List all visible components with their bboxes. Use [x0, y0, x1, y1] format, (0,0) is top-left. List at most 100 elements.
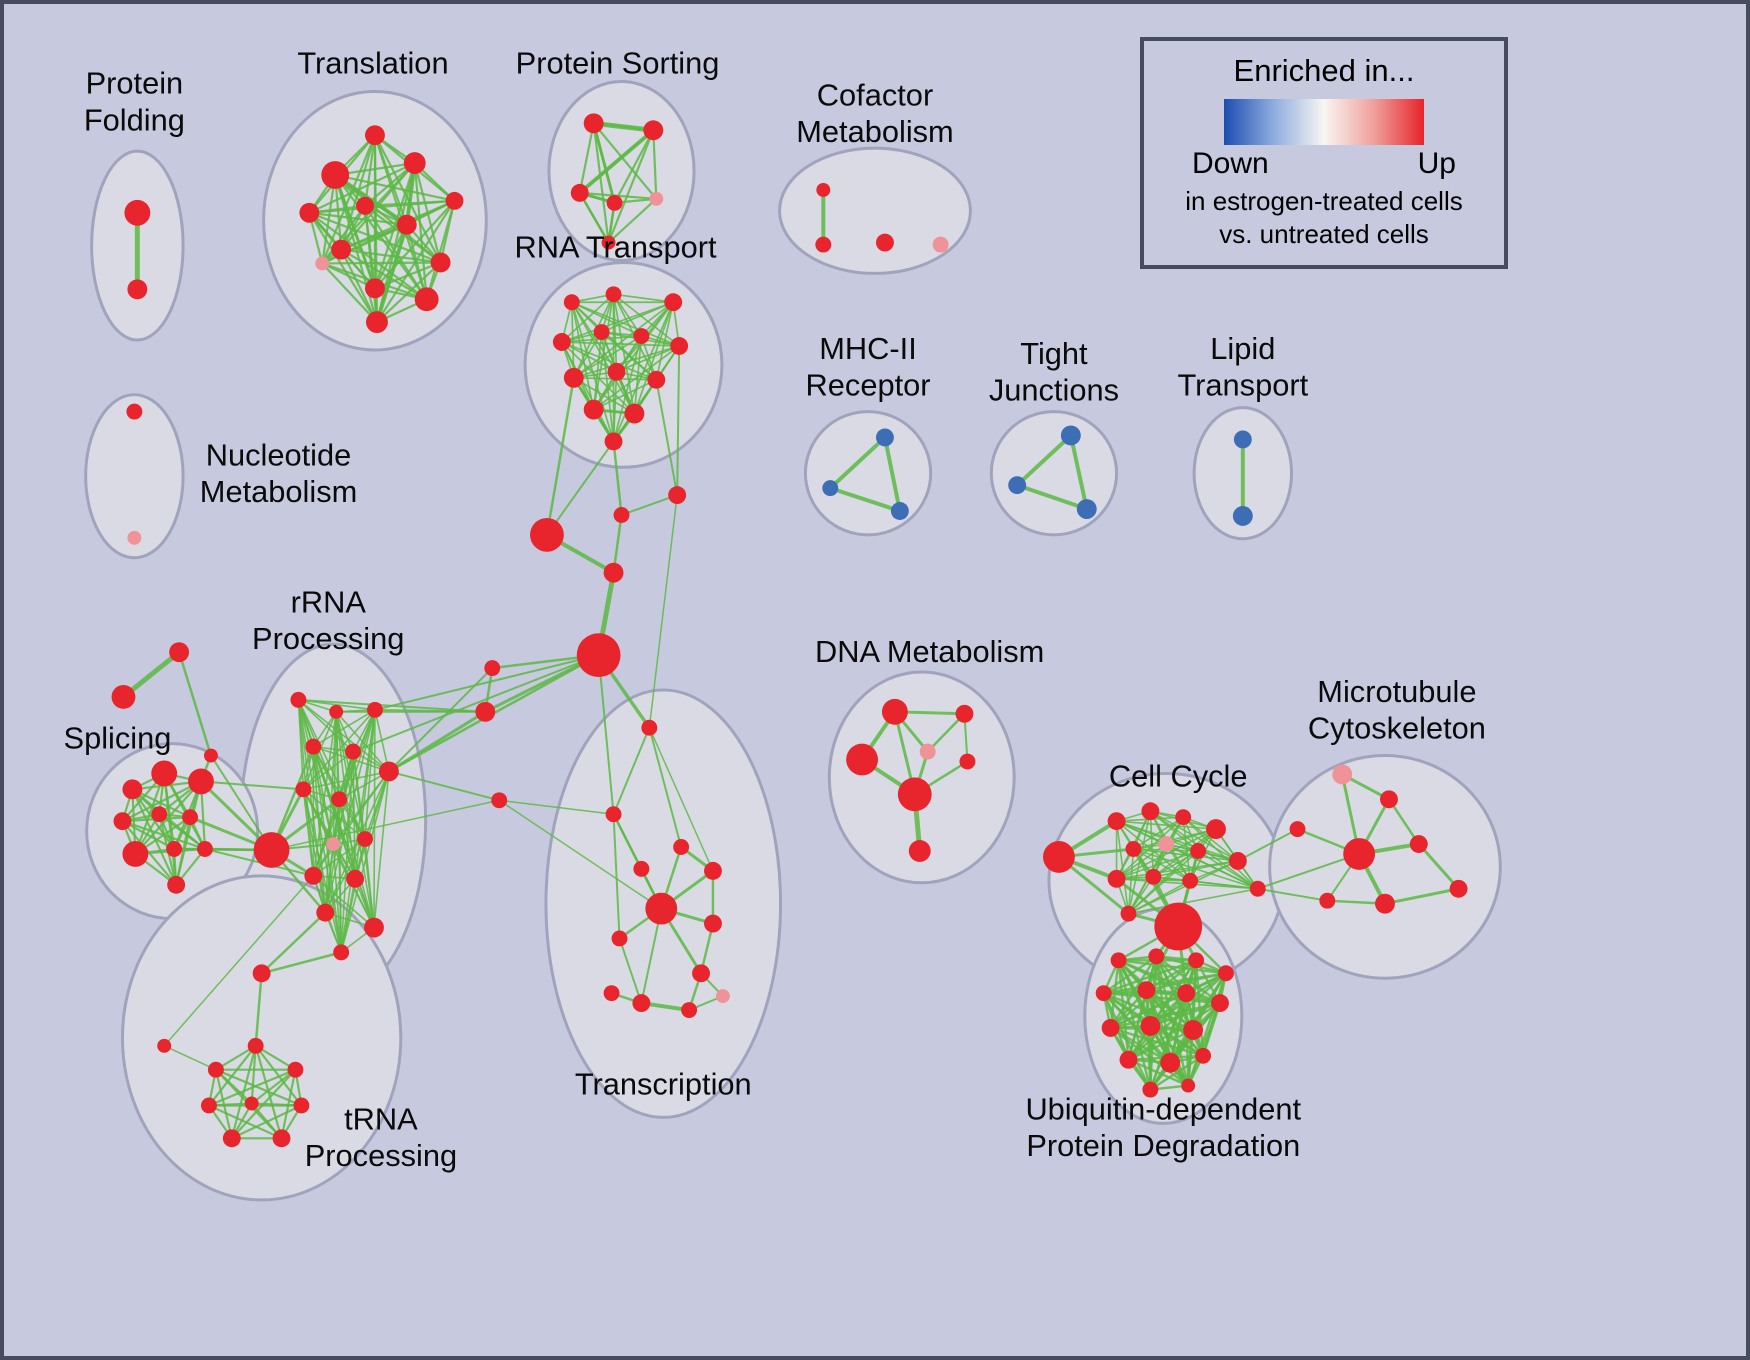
network-edge [1068, 435, 1089, 510]
network-node [715, 989, 730, 1004]
network-edge [1197, 850, 1259, 890]
network-node [645, 892, 678, 925]
network-node [378, 761, 399, 782]
network-edge [340, 878, 356, 953]
network-edge [1149, 1024, 1204, 1057]
network-node [919, 743, 936, 760]
network-node [664, 293, 683, 312]
network-node [491, 792, 508, 809]
network-node [1043, 841, 1075, 873]
network-node [346, 869, 365, 888]
network-edge [829, 486, 901, 513]
network-edge [546, 440, 615, 536]
network-edge [261, 951, 342, 975]
network-edge [302, 750, 354, 790]
network-node [875, 233, 894, 252]
network-node [200, 1097, 217, 1114]
network-edge [208, 1068, 296, 1107]
network-edge [578, 192, 610, 244]
network-node [1380, 790, 1398, 809]
network-edge [573, 377, 635, 415]
network-edge [655, 379, 679, 496]
network-edge [1182, 816, 1259, 890]
network-edge [593, 345, 680, 411]
network-edge [321, 262, 378, 323]
network-edge [597, 655, 615, 815]
splicing-label: Splicing [64, 721, 172, 756]
network-edge [561, 341, 680, 347]
network-edge [676, 345, 681, 496]
network-node [290, 691, 307, 708]
network-node [1142, 1081, 1159, 1098]
network-node [321, 161, 350, 189]
network-edge [1153, 860, 1239, 878]
network-node [316, 903, 335, 922]
network-node [668, 486, 687, 505]
network-node [403, 152, 426, 174]
network-node [1158, 836, 1175, 852]
network-node [1125, 841, 1142, 857]
network-node [1160, 1052, 1181, 1073]
network-node [611, 930, 628, 947]
network-node [955, 704, 974, 723]
network-edge [312, 746, 375, 928]
network-node [1137, 981, 1156, 1000]
network-edge [297, 699, 390, 773]
network-node [1319, 892, 1336, 909]
network-edge [612, 814, 621, 939]
network-edge [270, 746, 315, 851]
network-edge [633, 335, 643, 414]
network-node [607, 362, 626, 381]
network-edge [616, 345, 680, 373]
network-edge [352, 654, 599, 753]
network-node [182, 809, 199, 826]
network-node [253, 832, 290, 868]
network-node [1289, 821, 1306, 838]
network-node [570, 183, 589, 202]
network-node [603, 562, 624, 583]
network-edge [302, 789, 327, 913]
network-node [414, 287, 439, 312]
network-node [704, 861, 722, 880]
cofactor-metabolism-ellipse [778, 146, 972, 275]
network-node [604, 432, 623, 451]
network-node [367, 701, 383, 718]
network-node [593, 324, 610, 341]
network-node [606, 194, 623, 211]
network-edge [1127, 1002, 1221, 1061]
network-node [111, 684, 136, 709]
network-node [333, 944, 350, 961]
network-node [1343, 838, 1376, 870]
network-node [1110, 952, 1127, 969]
network-node [1008, 476, 1027, 495]
network-node [207, 1061, 224, 1078]
network-edge [374, 654, 599, 711]
network-node [530, 517, 564, 552]
network-node [583, 113, 604, 134]
network-node [641, 719, 658, 736]
network-edge [338, 799, 375, 928]
translation-label: Translation [297, 46, 448, 81]
protein-sorting-label: Protein Sorting [516, 46, 720, 81]
network-node [643, 120, 664, 141]
network-edge [1128, 860, 1239, 915]
network-edge [121, 780, 202, 823]
network-node [356, 196, 374, 215]
network-node [1145, 868, 1162, 885]
network-node [151, 760, 178, 787]
network-edge [612, 371, 618, 442]
network-edge [573, 293, 615, 379]
network-node [908, 840, 931, 862]
network-edge [425, 200, 456, 300]
network-node [151, 806, 168, 823]
network-node [365, 125, 385, 146]
network-edge [375, 224, 409, 323]
network-node [881, 698, 908, 725]
network-node [169, 642, 190, 663]
network-edge [210, 755, 273, 851]
network-edge [1149, 1001, 1221, 1028]
